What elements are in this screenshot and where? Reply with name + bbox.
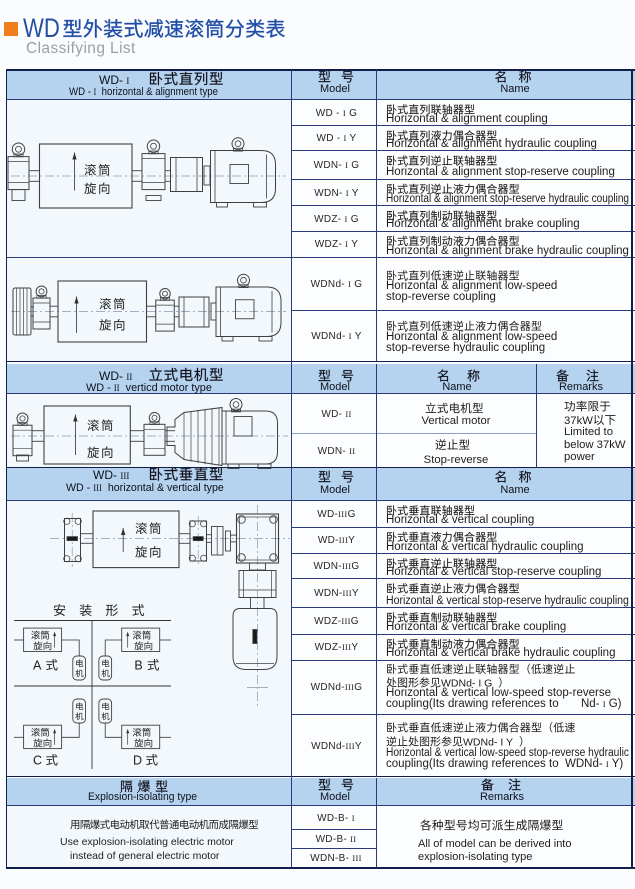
svg-text:C: C: [33, 754, 42, 768]
svg-text:WDNd- I Y: WDNd- I Y: [463, 737, 513, 749]
svg-text:B: B: [134, 659, 142, 673]
svg-text:37kW: 37kW: [564, 415, 593, 427]
svg-text:D: D: [133, 754, 142, 768]
svg-text:WDNd- I G: WDNd- I G: [441, 678, 492, 690]
svg-text:A: A: [33, 659, 42, 673]
